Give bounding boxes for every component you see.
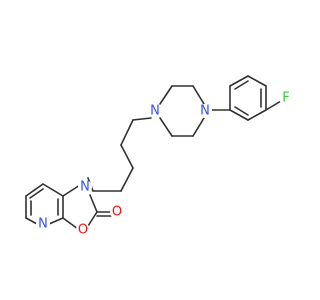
bond [192, 117, 205, 137]
molecule-structure-diagram: F N N N N O O [25, 75, 293, 238]
bond [25, 183, 44, 197]
bond [42, 183, 64, 197]
piperazine-ring [159, 85, 205, 137]
bond [48, 217, 64, 225]
bond-double [29, 188, 44, 199]
bond [120, 144, 134, 169]
bond [120, 119, 134, 146]
bond [192, 85, 205, 105]
bond [229, 109, 249, 121]
pentyl-chain [87, 117, 152, 192]
bond [229, 75, 249, 87]
bond [247, 109, 267, 121]
bond [247, 75, 267, 87]
bond [159, 117, 173, 137]
bond [62, 217, 79, 230]
bond-double [234, 106, 249, 116]
atom-labels: F N N N N O O [36, 91, 293, 238]
ring-oxygen-label: O [78, 223, 88, 238]
fluorine-atom-label: F [282, 91, 289, 106]
carbonyl-oxygen-label: O [112, 205, 122, 220]
bond [120, 167, 134, 192]
bond [89, 194, 98, 213]
oxazolopyridinone-ring [25, 183, 112, 230]
pyridine-nitrogen-label: N [38, 217, 48, 232]
fluorophenyl-ring [229, 75, 282, 121]
imide-nitrogen-label: N [80, 180, 90, 195]
bond [87, 211, 98, 227]
bond [62, 184, 81, 197]
bond [265, 100, 282, 111]
bond [132, 117, 152, 121]
bond [159, 85, 173, 105]
piperazine-nitrogen-alkyl-label: N [150, 104, 160, 119]
piperazine-nitrogen-aryl-label: N [200, 104, 210, 119]
bond [25, 217, 38, 225]
bond-double [234, 80, 249, 90]
